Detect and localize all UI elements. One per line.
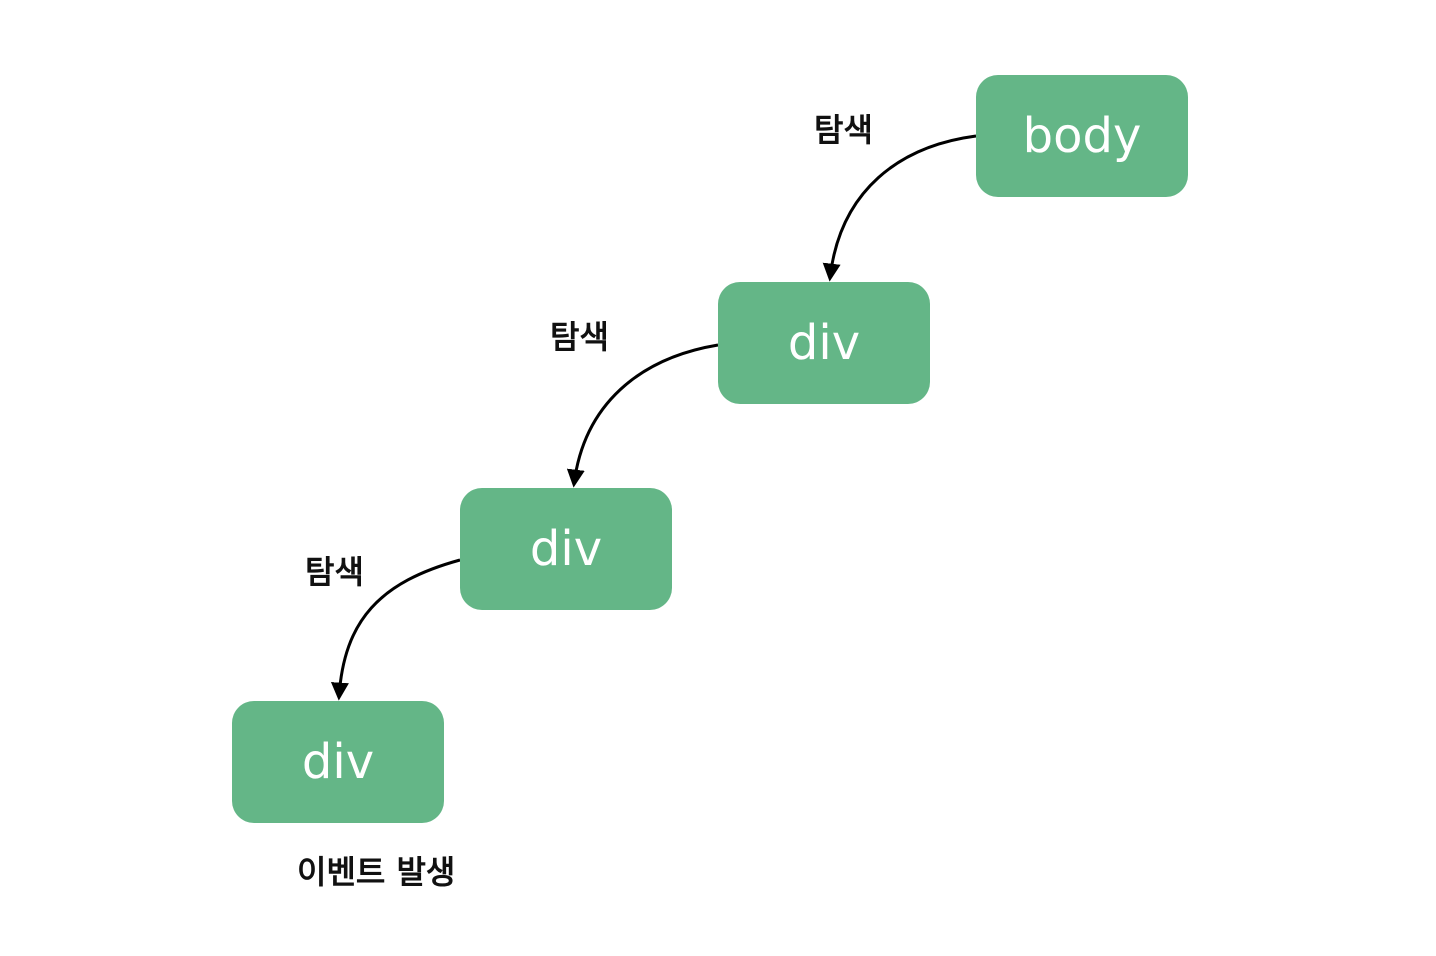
- node-div-1: div: [718, 282, 930, 404]
- node-div-2: div: [460, 488, 672, 610]
- arrow-div-1-to-div-2: [566, 343, 719, 488]
- node-body-label: body: [1022, 108, 1142, 164]
- node-div-1-label: div: [787, 315, 861, 371]
- event-occurred-label: 이벤트 발생: [297, 853, 456, 891]
- node-div-2-label: div: [529, 521, 603, 577]
- arrow-body-to-div-1: [822, 134, 977, 282]
- edge-label-div-1-to-div-2: 탐색: [550, 318, 609, 356]
- edge-label-div-2-to-div-3: 탐색: [305, 553, 364, 591]
- edge-label-body-to-div-1: 탐색: [814, 111, 873, 149]
- arrow-div-2-to-div-3: [330, 558, 461, 701]
- node-div-3: div: [232, 701, 444, 823]
- node-body: body: [976, 75, 1188, 197]
- node-div-3-label: div: [301, 734, 375, 790]
